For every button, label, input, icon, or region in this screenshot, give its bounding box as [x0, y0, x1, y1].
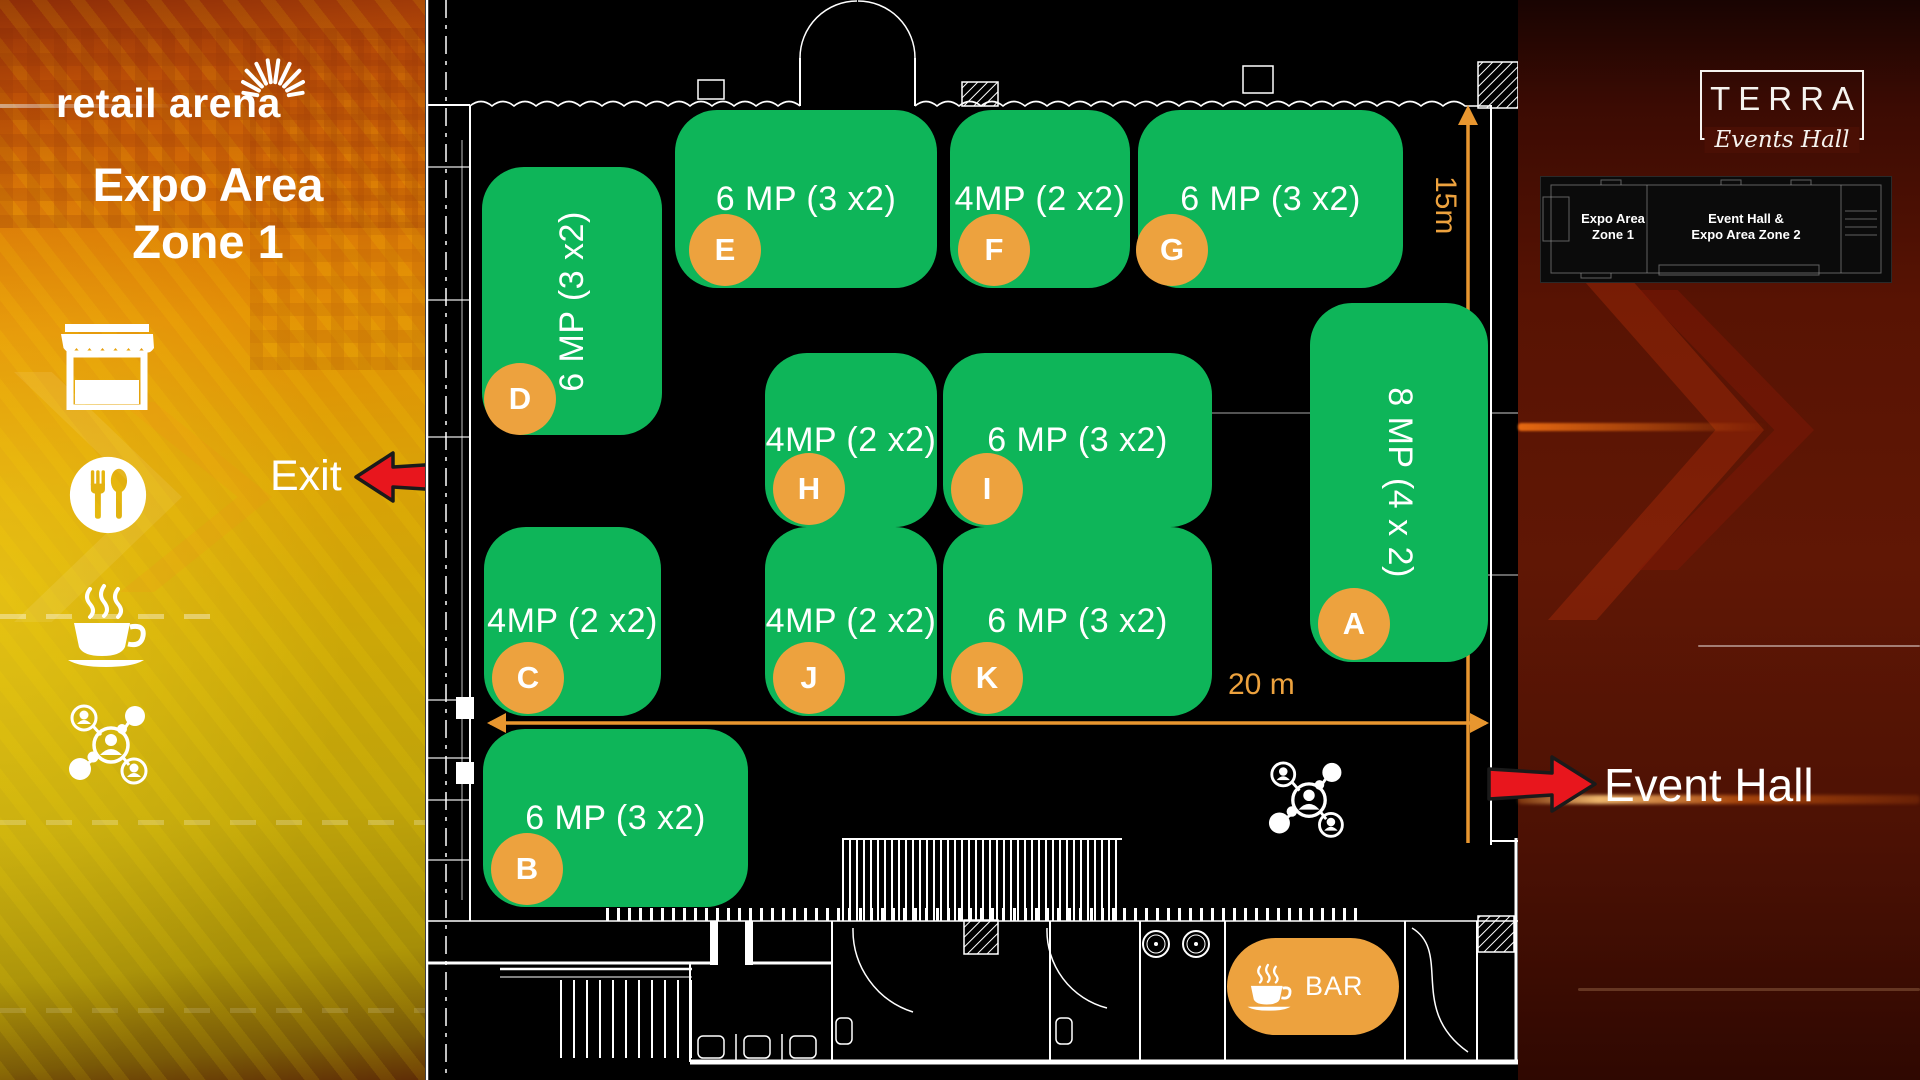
- minimap-zone2-label: Event Hall & Expo Area Zone 2: [1691, 211, 1801, 242]
- sidebar: [0, 0, 425, 1080]
- event-hall-arrow-icon: [1487, 755, 1597, 813]
- booth-f[interactable]: 4MP (2 x2) F: [950, 110, 1130, 288]
- event-hall-label: Event Hall: [1604, 759, 1814, 811]
- booth-c[interactable]: 4MP (2 x2) C: [484, 527, 661, 716]
- page-title: Expo Area Zone 1: [18, 156, 398, 270]
- minimap-plan-icon: [1542, 179, 1882, 279]
- expo-booth-icon: [61, 324, 154, 410]
- booth-letter-badge: I: [951, 453, 1023, 525]
- booth-letter-badge: A: [1318, 588, 1390, 660]
- booth-letter-badge: D: [484, 363, 556, 435]
- minimap[interactable]: Expo Area Zone 1 Event Hall & Expo Area …: [1540, 176, 1892, 283]
- coffee-cup-icon: [1243, 963, 1295, 1011]
- booth-size-label: 6 MP (3 x2): [987, 602, 1168, 640]
- networking-zone-icon: [1268, 760, 1350, 844]
- booth-size-label: 6 MP (3 x2): [525, 798, 706, 837]
- right-panel: [1518, 0, 1920, 1080]
- booth-i[interactable]: 6 MP (3 x2) I: [943, 353, 1212, 527]
- page-title-line2: Zone 1: [132, 215, 284, 268]
- booth-letter-badge: C: [492, 642, 564, 714]
- booth-j[interactable]: 4MP (2 x2) J: [765, 527, 937, 716]
- booth-letter-badge: F: [958, 214, 1030, 286]
- booth-letter-badge: B: [491, 833, 563, 905]
- width-dimension-label: 20 m: [1228, 668, 1295, 701]
- exit-label: Exit: [270, 452, 342, 500]
- sidebar-stripe-pattern: [0, 0, 425, 1080]
- venue-logo-tagline: Events Hall: [1704, 127, 1860, 153]
- booth-letter-badge: G: [1136, 214, 1208, 286]
- booth-size-label: 6 MP (3 x2): [715, 179, 897, 218]
- glow-line: [1518, 795, 1920, 804]
- restaurant-icon: [69, 456, 147, 534]
- booth-letter-badge: H: [773, 453, 845, 525]
- pixel-decor-right: [250, 40, 425, 370]
- booth-size-label: 4MP (2 x2): [765, 420, 937, 459]
- booth-letter-badge: E: [689, 214, 761, 286]
- bar-label: BAR: [1305, 971, 1364, 1001]
- minimap-zone1-label: Expo Area Zone 1: [1581, 211, 1645, 242]
- coffee-icon: [60, 583, 152, 667]
- dash-band: [0, 614, 215, 619]
- booth-k[interactable]: 6 MP (3 x2) K: [943, 527, 1212, 716]
- venue-logo-name: TERRA: [1710, 80, 1862, 117]
- booth-size-label: 6 MP (3 x2): [987, 420, 1168, 459]
- bar-area[interactable]: BAR: [1227, 938, 1399, 1035]
- networking-icon: [68, 703, 154, 791]
- booth-size-label: 4MP (2 x2): [954, 179, 1126, 218]
- booth-letter-badge: J: [773, 642, 845, 714]
- booth-d[interactable]: 6 MP (3 x2) D: [482, 167, 662, 435]
- glow-line: [1578, 988, 1920, 991]
- streak-line: [0, 104, 180, 108]
- dash-band: [0, 820, 425, 825]
- glow-line: [1698, 645, 1920, 647]
- booth-e[interactable]: 6 MP (3 x2) E: [675, 110, 937, 288]
- booth-g[interactable]: 6 MP (3 x2) G: [1136, 110, 1403, 288]
- brand-logo: retail arena: [56, 80, 281, 126]
- booth-size-label: 6 MP (3 x2): [1180, 179, 1361, 218]
- booth-size-label: 4MP (2 x2): [765, 602, 937, 640]
- height-dimension-label: 15m: [1429, 176, 1462, 235]
- sunburst-icon: [241, 58, 305, 98]
- venue-logo: TERRA Events Hall: [1700, 70, 1864, 153]
- booth-b[interactable]: 6 MP (3 x2) B: [483, 729, 748, 907]
- booth-letter-badge: K: [951, 642, 1023, 714]
- booth-h[interactable]: 4MP (2 x2) H: [765, 353, 937, 527]
- pixel-decor-top: [0, 28, 425, 228]
- booth-size-label: 4MP (2 x2): [487, 602, 658, 640]
- glow-line: [1518, 423, 1768, 431]
- booth-a[interactable]: 8 MP (4 x 2) A: [1310, 303, 1488, 662]
- page-title-line1: Expo Area: [92, 158, 324, 211]
- dash-band: [0, 1008, 425, 1013]
